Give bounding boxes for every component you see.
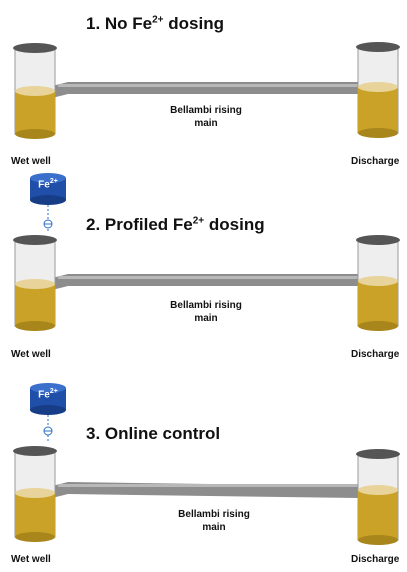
panel-title: 1. No Fe2+ dosing bbox=[86, 14, 224, 33]
discharge-tank bbox=[356, 235, 400, 331]
pipe-label: Bellambi rising main bbox=[170, 300, 242, 324]
fe-doser-graphic bbox=[30, 383, 66, 442]
pipe-label: Bellambi rising main bbox=[170, 105, 242, 129]
wet-well-tank bbox=[13, 43, 57, 139]
fe-doser: Fe2+ bbox=[30, 382, 66, 442]
pipe-label: Bellambi rising main bbox=[178, 509, 250, 533]
scenario-panel-1: 1. No Fe2+ dosing Bellambi rising main W… bbox=[0, 0, 407, 190]
process-diagram bbox=[13, 42, 400, 139]
process-diagram bbox=[13, 235, 400, 331]
discharge-label: Discharge bbox=[351, 554, 400, 565]
panel-title: 3. Online control bbox=[86, 424, 221, 443]
discharge-label: Discharge bbox=[351, 349, 400, 360]
fe-doser: Fe2+ bbox=[30, 172, 66, 232]
wet-well-label: Wet well bbox=[11, 349, 51, 360]
doser-label: Fe2+ bbox=[38, 388, 58, 401]
discharge-label: Discharge bbox=[351, 156, 400, 167]
panel-title: 2. Profiled Fe2+ dosing bbox=[86, 215, 265, 234]
wet-well-tank bbox=[13, 446, 57, 542]
wet-well-label: Wet well bbox=[11, 156, 51, 167]
doser-label: Fe2+ bbox=[38, 178, 58, 191]
rising-main-pipe bbox=[52, 482, 358, 498]
fe-doser-graphic bbox=[30, 173, 66, 232]
discharge-tank bbox=[356, 42, 400, 138]
wet-well-label: Wet well bbox=[11, 554, 51, 565]
scenario-panel-2: Fe2+ 2. Profiled Fe2+ dosing Bellambi ri… bbox=[11, 172, 400, 360]
rising-main-pipe bbox=[52, 82, 358, 98]
discharge-tank bbox=[356, 449, 400, 545]
wet-well-tank bbox=[13, 235, 57, 331]
rising-main-pipe bbox=[52, 274, 358, 290]
